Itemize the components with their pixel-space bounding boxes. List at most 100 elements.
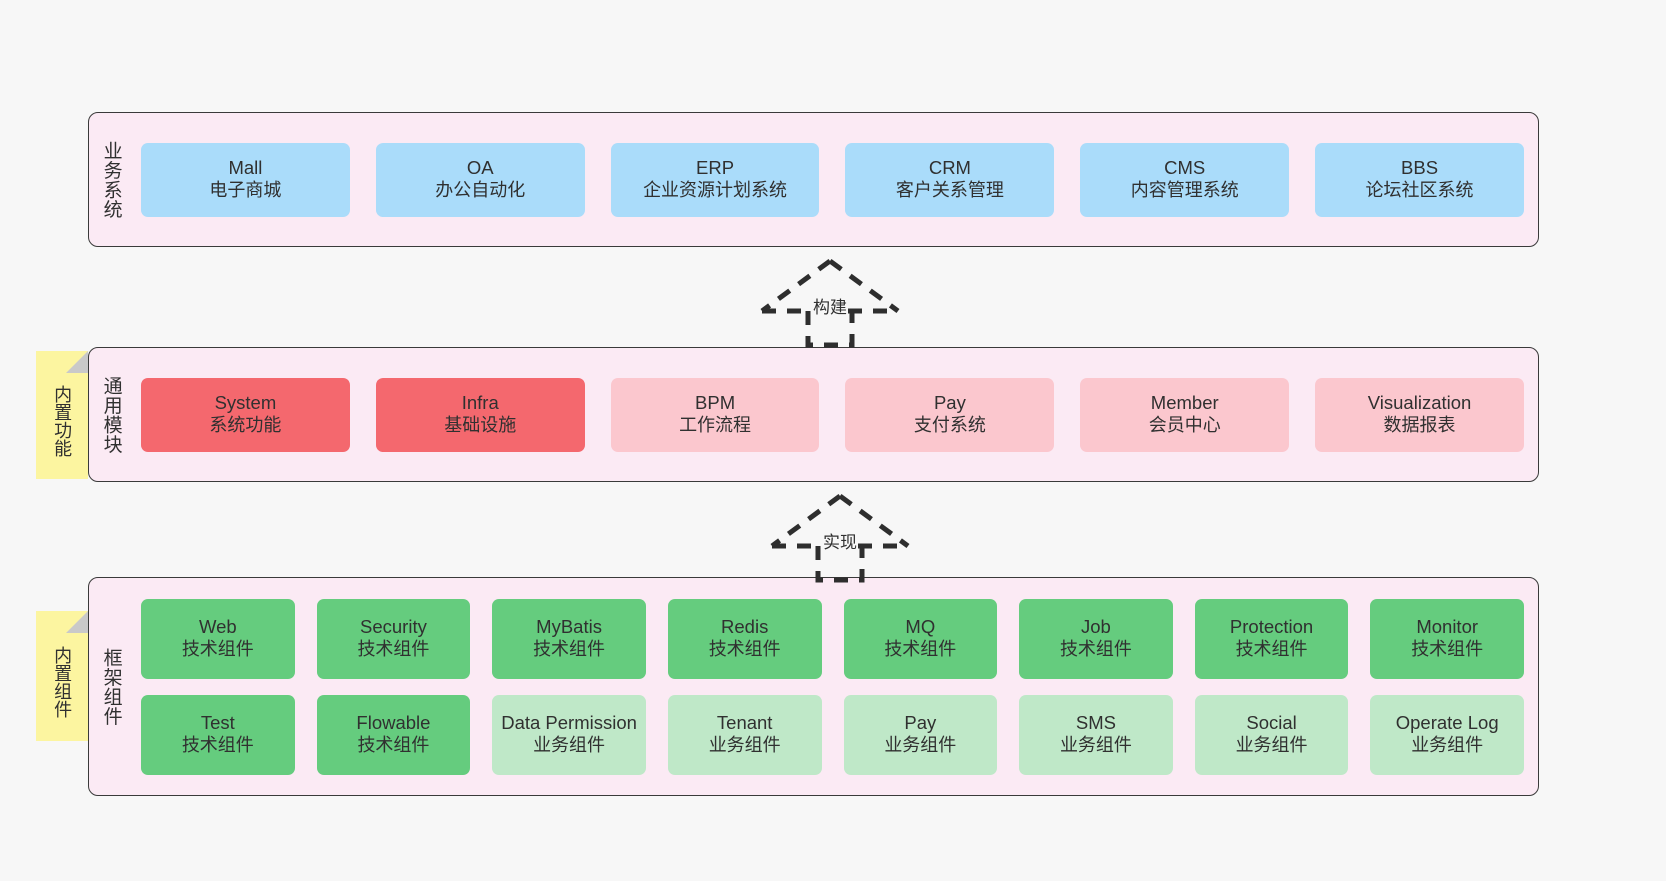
card-title: Infra [461, 392, 499, 414]
component-card-security[interactable]: Security 技术组件 [316, 598, 471, 679]
card-subtitle: 业务组件 [1059, 734, 1132, 755]
component-card-monitor[interactable]: Monitor 技术组件 [1370, 598, 1524, 679]
card-subtitle: 技术组件 [708, 638, 781, 659]
note-builtin-features: 内置功能 [36, 351, 88, 479]
card-title: Pay [933, 392, 966, 414]
business-card-bbs[interactable]: BBS 论坛社区系统 [1315, 142, 1524, 217]
business-card-mall[interactable]: Mall 电子商城 [141, 142, 350, 217]
card-subtitle: 业务组件 [884, 734, 957, 755]
card-subtitle: 业务组件 [1411, 734, 1484, 755]
layer-common-title: 通用模块 [100, 375, 122, 454]
card-title: Tenant [716, 712, 773, 734]
framework-row-business: Test 技术组件 Flowable 技术组件 Data Permission … [141, 694, 1524, 775]
component-card-web[interactable]: Web 技术组件 [141, 598, 295, 679]
card-title: Monitor [1416, 616, 1479, 638]
module-card-bpm[interactable]: BPM 工作流程 [610, 377, 820, 452]
business-card-cms[interactable]: CMS 内容管理系统 [1080, 142, 1290, 217]
card-subtitle: 企业资源计划系统 [643, 179, 788, 200]
card-subtitle: 会员中心 [1148, 414, 1221, 435]
layer-framework-components: 框架组件 Web 技术组件 Security 技术组件 MyBatis 技术组件… [88, 577, 1539, 796]
framework-row-technical: Web 技术组件 Security 技术组件 MyBatis 技术组件 Redi… [141, 598, 1524, 679]
card-subtitle: 业务组件 [1235, 734, 1308, 755]
card-title: SMS [1075, 712, 1116, 734]
card-title: Web [198, 616, 237, 638]
card-subtitle: 技术组件 [1235, 638, 1308, 659]
layer-business-body: Mall 电子商城 OA 办公自动化 ERP 企业资源计划系统 CRM 客户关系… [133, 113, 1538, 246]
card-subtitle: 技术组件 [181, 638, 254, 659]
card-title: Test [200, 712, 235, 734]
layer-common-body: System 系统功能 Infra 基础设施 BPM 工作流程 Pay 支付系统… [133, 348, 1538, 481]
note-label: 内置功能 [52, 385, 73, 457]
common-row: System 系统功能 Infra 基础设施 BPM 工作流程 Pay 支付系统… [141, 377, 1524, 452]
component-card-job[interactable]: Job 技术组件 [1019, 598, 1173, 679]
card-title: Job [1081, 616, 1111, 638]
component-card-data-permission[interactable]: Data Permission 业务组件 [492, 694, 646, 775]
component-card-protection[interactable]: Protection 技术组件 [1194, 598, 1349, 679]
card-subtitle: 内容管理系统 [1130, 179, 1239, 200]
card-subtitle: 办公自动化 [435, 179, 526, 200]
card-subtitle: 客户关系管理 [895, 179, 1004, 200]
card-title: Mall [228, 157, 263, 179]
card-subtitle: 技术组件 [1411, 638, 1484, 659]
card-title: MyBatis [536, 616, 602, 638]
card-title: System [214, 392, 277, 414]
card-title: MQ [905, 616, 936, 638]
business-card-erp[interactable]: ERP 企业资源计划系统 [610, 142, 820, 217]
card-title: Member [1150, 392, 1219, 414]
business-card-oa[interactable]: OA 办公自动化 [375, 142, 585, 217]
card-title: Visualization [1367, 392, 1472, 414]
module-card-visualization[interactable]: Visualization 数据报表 [1315, 377, 1524, 452]
component-card-sms[interactable]: SMS 业务组件 [1019, 694, 1173, 775]
component-card-pay[interactable]: Pay 业务组件 [843, 694, 998, 775]
arrow-implement-label: 实现 [823, 533, 857, 552]
layer-framework-title: 框架组件 [100, 647, 122, 726]
card-title: CMS [1164, 157, 1206, 179]
card-title: BPM [695, 392, 736, 414]
card-title: Security [360, 616, 427, 638]
layer-business-title: 业务系统 [100, 140, 122, 219]
card-title: Flowable [356, 712, 431, 734]
card-title: Social [1246, 712, 1297, 734]
component-card-test[interactable]: Test 技术组件 [141, 694, 295, 775]
arrow-build-label: 构建 [813, 298, 847, 317]
card-title: Pay [904, 712, 937, 734]
card-subtitle: 技术组件 [533, 638, 606, 659]
component-card-mq[interactable]: MQ 技术组件 [843, 598, 998, 679]
component-card-social[interactable]: Social 业务组件 [1194, 694, 1349, 775]
card-title: CRM [928, 157, 971, 179]
component-card-mybatis[interactable]: MyBatis 技术组件 [492, 598, 646, 679]
component-card-operate-log[interactable]: Operate Log 业务组件 [1370, 694, 1524, 775]
card-subtitle: 支付系统 [913, 414, 986, 435]
card-title: Data Permission [501, 712, 637, 734]
note-builtin-components: 内置组件 [36, 611, 88, 741]
business-card-crm[interactable]: CRM 客户关系管理 [845, 142, 1055, 217]
note-label: 内置组件 [52, 646, 73, 718]
layer-business-systems: 业务系统 Mall 电子商城 OA 办公自动化 ERP 企业资源计划系统 CRM… [88, 112, 1539, 247]
card-subtitle: 业务组件 [533, 734, 606, 755]
component-card-redis[interactable]: Redis 技术组件 [667, 598, 822, 679]
business-row: Mall 电子商城 OA 办公自动化 ERP 企业资源计划系统 CRM 客户关系… [141, 142, 1524, 217]
card-title: Redis [721, 616, 769, 638]
layer-framework-body: Web 技术组件 Security 技术组件 MyBatis 技术组件 Redi… [133, 578, 1538, 795]
module-card-infra[interactable]: Infra 基础设施 [375, 377, 585, 452]
card-subtitle: 技术组件 [357, 638, 430, 659]
layer-common-modules: 通用模块 System 系统功能 Infra 基础设施 BPM 工作流程 Pay… [88, 347, 1539, 482]
card-title: ERP [696, 157, 735, 179]
card-subtitle: 电子商城 [209, 179, 282, 200]
module-card-system[interactable]: System 系统功能 [141, 377, 350, 452]
component-card-tenant[interactable]: Tenant 业务组件 [667, 694, 822, 775]
card-title: OA [466, 157, 494, 179]
generalization-arrow-icon [770, 493, 910, 583]
arrow-implement: 实现 [766, 490, 914, 586]
card-subtitle: 数据报表 [1383, 414, 1456, 435]
card-title: Operate Log [1395, 712, 1499, 734]
generalization-arrow-icon [760, 258, 900, 348]
card-subtitle: 技术组件 [357, 734, 430, 755]
card-subtitle: 基础设施 [444, 414, 517, 435]
component-card-flowable[interactable]: Flowable 技术组件 [316, 694, 471, 775]
card-subtitle: 业务组件 [708, 734, 781, 755]
card-subtitle: 论坛社区系统 [1365, 179, 1474, 200]
module-card-pay[interactable]: Pay 支付系统 [845, 377, 1055, 452]
module-card-member[interactable]: Member 会员中心 [1080, 377, 1290, 452]
